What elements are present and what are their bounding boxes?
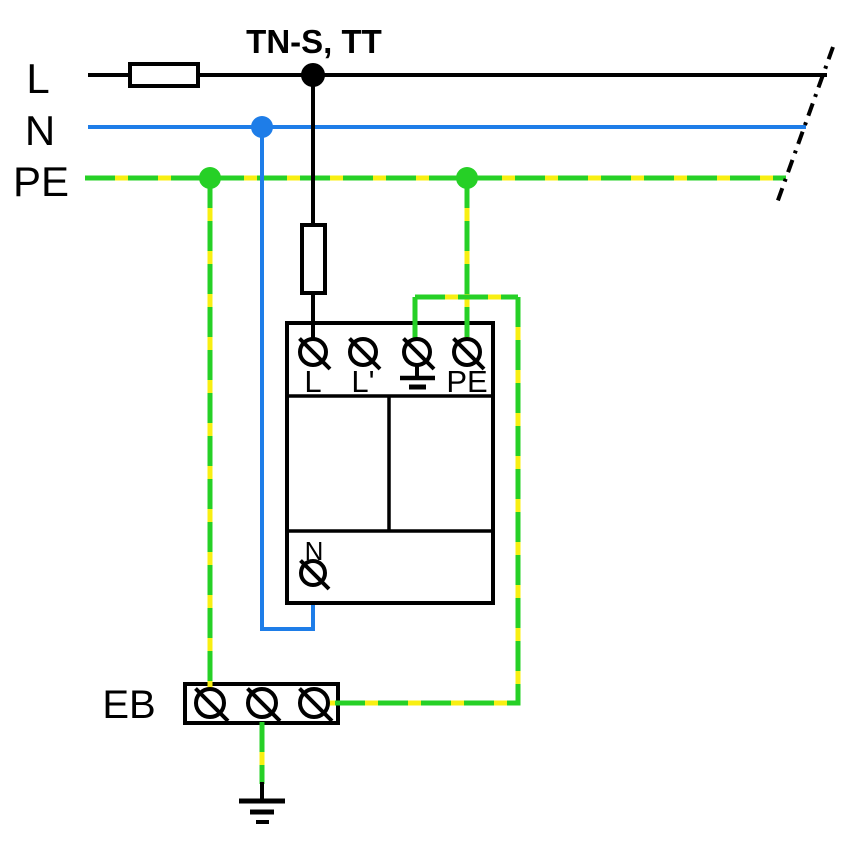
junction-dot-L <box>301 63 325 87</box>
diagram-title: TN-S, TT <box>246 23 382 60</box>
junction-dot-PE-left <box>199 167 221 189</box>
spd-terminal-label-L: L <box>304 364 321 399</box>
spd-terminal-PE <box>452 337 486 371</box>
pe-conductors <box>207 178 521 784</box>
earth-symbol-icon-device <box>400 365 435 390</box>
fuse-icon-device-drop <box>300 223 327 295</box>
spd-terminal-label-L2: L' <box>351 364 374 399</box>
terminal-slash-icon <box>298 337 332 371</box>
spd-outline <box>285 321 495 605</box>
terminal-slash-icon <box>194 687 230 723</box>
terminal-slash-icon <box>299 559 331 591</box>
fuse-icon-L-bus <box>128 62 200 88</box>
terminal-slash-icon <box>298 687 334 723</box>
terminal-slash-icon <box>348 337 382 371</box>
terminal-slash-icon <box>452 337 486 371</box>
junction-dot-N <box>251 116 273 138</box>
spd-terminal-label-PE: PE <box>446 364 487 399</box>
spd-device <box>285 321 495 605</box>
spd-terminal-N <box>299 559 331 591</box>
junction-dot-PE-right <box>456 167 478 189</box>
eb-terminal-2 <box>246 687 282 723</box>
bus-label-PE: PE <box>13 158 69 205</box>
terminal-slash-icon <box>246 687 282 723</box>
bus-label-L: L <box>26 55 49 102</box>
spd-terminal-label-N: N <box>305 536 324 566</box>
pe-right-run-green <box>327 297 521 706</box>
eb-terminal-1 <box>194 687 230 723</box>
terminal-slash-icon <box>402 337 436 371</box>
eb-label: EB <box>102 683 155 727</box>
spd-terminal-L2 <box>348 337 382 371</box>
spd-terminal-L <box>298 337 332 371</box>
neutral-conductor <box>260 127 315 631</box>
bus-label-N: N <box>25 107 55 154</box>
cut-boundary-icon <box>775 46 835 204</box>
spd-terminal-ground <box>402 337 436 371</box>
earth-symbol-icon-bottom <box>239 782 285 824</box>
eb-terminal-3 <box>298 687 334 723</box>
